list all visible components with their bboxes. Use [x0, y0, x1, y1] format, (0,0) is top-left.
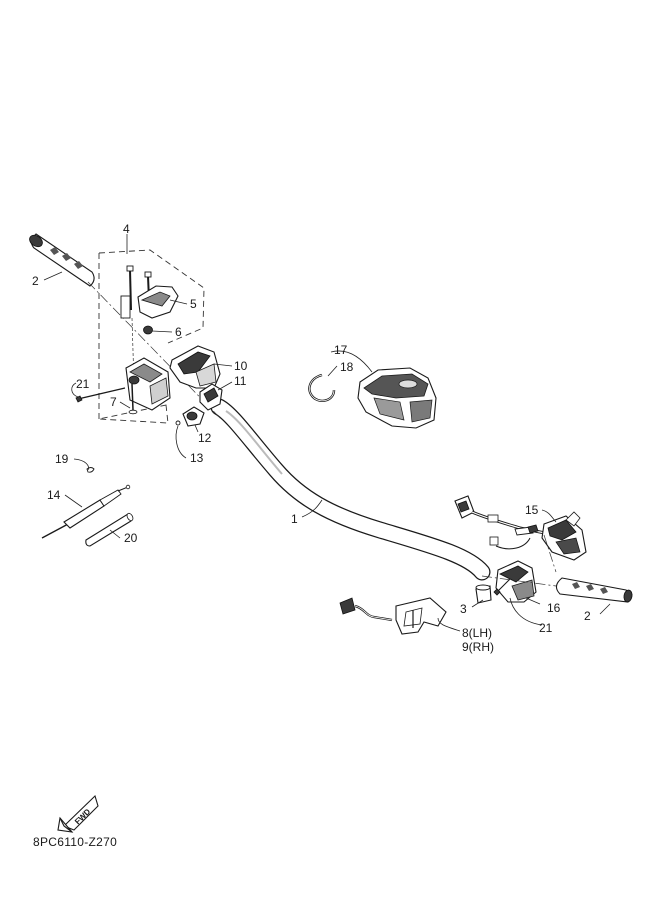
right-grip [555, 577, 633, 603]
callout-21-right: 21 [539, 621, 553, 635]
throttle-housing [125, 357, 171, 415]
callout-16: 16 [547, 601, 561, 615]
right-switch-body [541, 511, 587, 561]
handguard [339, 597, 447, 635]
callout-15: 15 [525, 503, 539, 517]
diagram-code: 8PC6110-Z270 [33, 835, 118, 849]
switch-centerline [543, 534, 557, 573]
callout-20: 20 [124, 531, 138, 545]
cable-end-right [493, 578, 511, 596]
cover-assembly [357, 367, 437, 429]
callout-19: 19 [55, 452, 69, 466]
callout-1: 1 [291, 512, 298, 526]
throttle-cover [169, 345, 221, 389]
clip [175, 420, 181, 426]
callout-6: 6 [175, 325, 182, 339]
callout-labels: 1 2 2 3 4 5 6 7 8(LH) 9(RH) 10 11 12 13 … [32, 222, 591, 654]
callout-2-right: 2 [584, 609, 591, 623]
callout-9: 9(RH) [462, 640, 494, 654]
callout-18: 18 [340, 360, 354, 374]
nut [143, 325, 153, 335]
left-grip [29, 233, 95, 287]
cable-end-left [75, 387, 126, 403]
callout-10: 10 [234, 359, 248, 373]
choke-cable [41, 484, 131, 539]
retaining-ring [308, 373, 336, 402]
leader-lines [43, 234, 611, 632]
callout-7: 7 [110, 395, 117, 409]
callout-2-left: 2 [32, 274, 39, 288]
tube [85, 512, 134, 547]
throttle-collar [199, 383, 223, 411]
right-switch-housing [495, 560, 537, 603]
callout-17: 17 [334, 343, 348, 357]
callout-3: 3 [460, 602, 467, 616]
small-fitting [182, 406, 205, 427]
callout-5: 5 [190, 297, 197, 311]
callout-13: 13 [190, 451, 204, 465]
handlebar-end-plug [475, 584, 492, 604]
clamp-bracket [120, 285, 179, 319]
right-switch-harness [454, 495, 546, 550]
handlebar [210, 398, 491, 581]
callout-4: 4 [123, 222, 130, 236]
callout-14: 14 [47, 488, 61, 502]
callout-11: 11 [234, 374, 247, 388]
callout-8: 8(LH) [462, 626, 492, 640]
callout-12: 12 [198, 431, 212, 445]
forward-arrow: FWD [57, 794, 99, 833]
callout-21-left: 21 [76, 377, 90, 391]
assembly-centerline-left [87, 281, 223, 421]
